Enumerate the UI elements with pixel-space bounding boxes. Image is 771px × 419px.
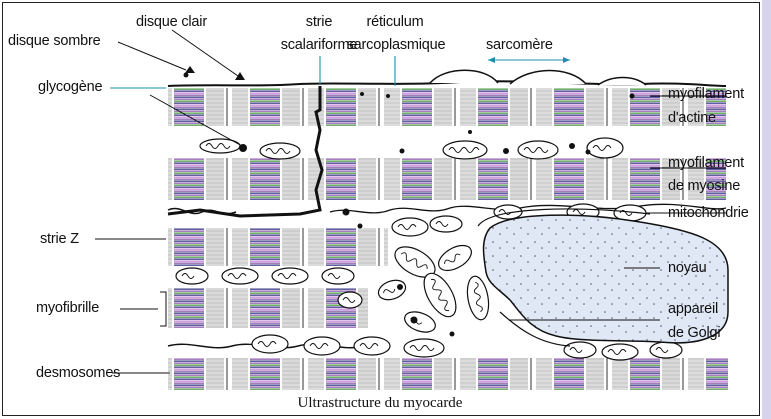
label-glycogene: glycogène xyxy=(38,79,102,96)
dark-disc-marker xyxy=(185,66,195,73)
myofibrille-bracket xyxy=(160,292,166,326)
figure-caption: Ultrastructure du myocarde xyxy=(0,395,760,412)
label-appareil: appareil xyxy=(668,301,718,318)
label-reticulum: réticulum xyxy=(340,14,450,31)
label-strie-z: strie Z xyxy=(40,231,79,248)
label-sarcoplasmique: sarcoplasmique xyxy=(336,37,456,54)
nucleus xyxy=(484,215,729,343)
label-sarcomere: sarcomère xyxy=(486,37,553,54)
label-myofibrille: myofibrille xyxy=(36,300,99,317)
label-mitochondrie: mitochondrie xyxy=(668,205,749,222)
label-de-myosine: de myosine xyxy=(668,178,740,195)
label-noyau: noyau xyxy=(668,260,707,277)
surface-bump xyxy=(430,70,498,83)
surface-bump xyxy=(510,71,586,85)
myofibril-band xyxy=(168,288,368,328)
sarcomere-arrow-head-left xyxy=(488,57,495,63)
myofibril-band xyxy=(168,158,726,200)
light-disc-marker xyxy=(235,72,245,80)
label-de-golgi: de Golgi xyxy=(668,325,720,342)
label-dactine: d'actine xyxy=(668,110,716,127)
label-desmosomes: desmosomes xyxy=(36,365,120,382)
myofibril-band xyxy=(168,358,728,390)
membrane-wave xyxy=(330,204,726,213)
myofibril-band xyxy=(168,88,726,126)
label-disque-clair: disque clair xyxy=(136,14,207,31)
label-disque-sombre: disque sombre xyxy=(8,33,101,50)
surface-bump xyxy=(598,78,646,86)
myofibril-band xyxy=(168,228,388,266)
label-myofilament-actine: myofilament xyxy=(668,86,744,103)
sarcomere-arrow-head-right xyxy=(563,57,570,63)
label-myofilament-myosine: myofilament xyxy=(668,155,744,172)
